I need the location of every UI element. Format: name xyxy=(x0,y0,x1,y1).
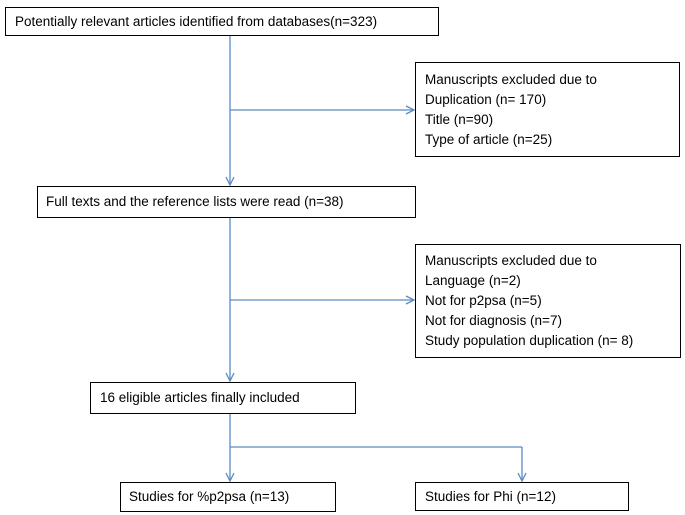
box-eligible: 16 eligible articles finally included xyxy=(90,382,356,414)
box-studies-phi: Studies for Phi (n=12) xyxy=(415,482,629,511)
box-full-texts: Full texts and the reference lists were … xyxy=(37,186,416,218)
excluded-1-heading: Manuscripts excluded due to xyxy=(425,72,597,87)
box-identified-text: Potentially relevant articles identified… xyxy=(15,13,378,29)
box-excluded-2: Manuscripts excluded due to Language (n=… xyxy=(415,244,681,358)
box-studies-p2psa: Studies for %p2psa (n=13) xyxy=(120,482,336,512)
excluded-1-type: Type of article (n=25) xyxy=(425,132,553,147)
excluded-2-heading: Manuscripts excluded due to xyxy=(425,253,597,268)
box-identified: Potentially relevant articles identified… xyxy=(5,7,439,36)
box-full-texts-text: Full texts and the reference lists were … xyxy=(46,194,344,209)
excluded-1-title: Title (n=90) xyxy=(425,112,494,127)
box-studies-p2psa-text: Studies for %p2psa (n=13) xyxy=(129,489,290,504)
excluded-2-language: Language (n=2) xyxy=(425,273,521,288)
box-studies-phi-text: Studies for Phi (n=12) xyxy=(425,488,556,504)
excluded-1-duplication: Duplication (n= 170) xyxy=(425,92,547,107)
box-eligible-text: 16 eligible articles finally included xyxy=(100,390,300,405)
excluded-2-p2psa: Not for p2psa (n=5) xyxy=(425,293,542,308)
box-excluded-1: Manuscripts excluded due to Duplication … xyxy=(415,62,680,157)
excluded-2-diagnosis: Not for diagnosis (n=7) xyxy=(425,313,562,328)
excluded-2-population: Study population duplication (n= 8) xyxy=(425,333,634,348)
